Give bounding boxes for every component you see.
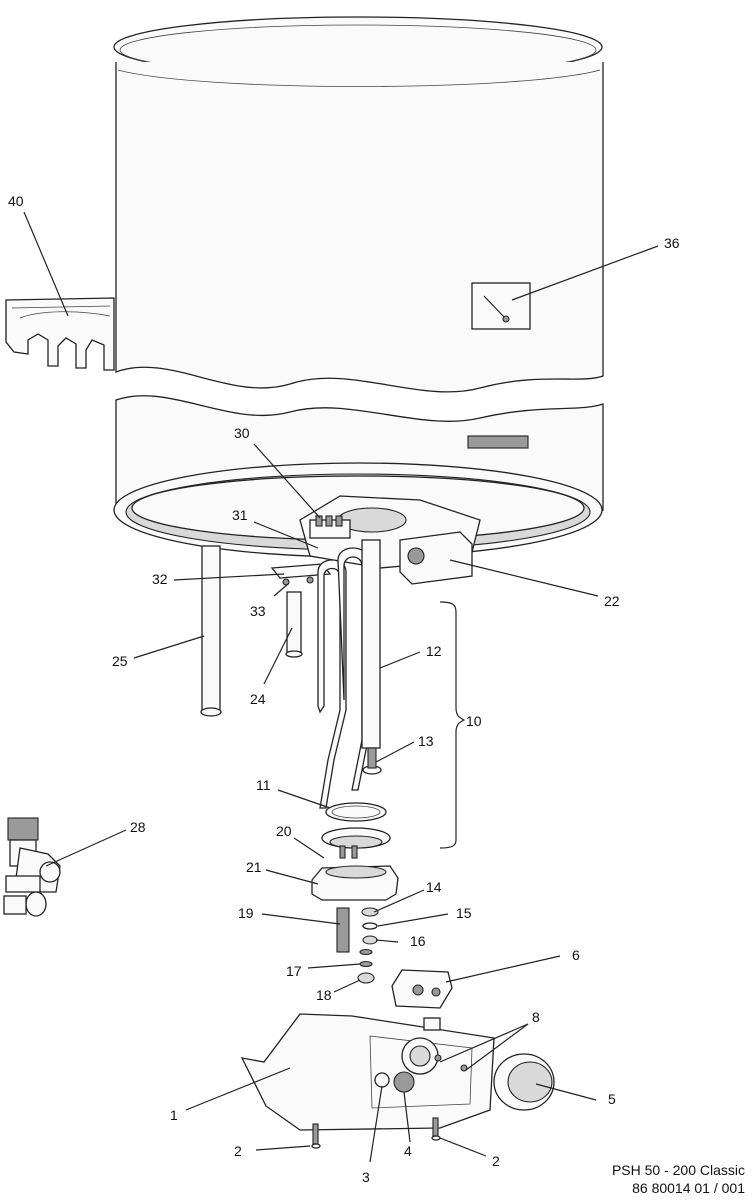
leader-lines bbox=[23, 211, 659, 1163]
gasket bbox=[325, 802, 387, 822]
label-2-left: 2 bbox=[234, 1143, 242, 1159]
label-6: 6 bbox=[572, 947, 580, 963]
label-33: 33 bbox=[250, 603, 266, 619]
label-19: 19 bbox=[238, 905, 254, 921]
label-22: 22 bbox=[604, 593, 620, 609]
label-28: 28 bbox=[130, 819, 146, 835]
label-8: 8 bbox=[532, 1009, 540, 1025]
flange bbox=[321, 827, 391, 859]
label-1: 1 bbox=[170, 1107, 178, 1123]
drawing-code-caption: 86 80014 01 / 001 bbox=[632, 1180, 745, 1196]
wall-bracket bbox=[5, 297, 115, 371]
small-parts bbox=[336, 907, 379, 984]
model-caption: PSH 50 - 200 Classic bbox=[611, 1162, 745, 1178]
label-30: 30 bbox=[234, 425, 250, 441]
label-16: 16 bbox=[410, 933, 426, 949]
water-pipes bbox=[200, 545, 303, 717]
control-assembly bbox=[374, 1037, 468, 1093]
label-17: 17 bbox=[286, 963, 302, 979]
label-5: 5 bbox=[608, 1091, 616, 1107]
label-15: 15 bbox=[456, 905, 472, 921]
label-12: 12 bbox=[426, 643, 442, 659]
safety-valve bbox=[3, 817, 61, 917]
label-21: 21 bbox=[246, 859, 262, 875]
label-24: 24 bbox=[250, 691, 266, 707]
tank-upper-body bbox=[113, 16, 604, 393]
label-14: 14 bbox=[426, 879, 442, 895]
label-40: 40 bbox=[8, 193, 24, 209]
thermostat-housing bbox=[399, 531, 473, 585]
label-10: 10 bbox=[466, 713, 482, 729]
flange-nut bbox=[311, 865, 399, 901]
terminal-block bbox=[270, 515, 351, 586]
label-2-right: 2 bbox=[492, 1153, 500, 1169]
label-11: 11 bbox=[256, 777, 271, 793]
temperature-gauge bbox=[471, 282, 531, 330]
label-20: 20 bbox=[276, 823, 292, 839]
screws bbox=[311, 1117, 441, 1149]
temperature-knob bbox=[493, 1053, 555, 1111]
label-31: 31 bbox=[232, 507, 248, 523]
label-13: 13 bbox=[418, 733, 434, 749]
part-labels: 40 36 30 31 32 33 25 24 22 12 10 13 11 2… bbox=[8, 193, 680, 1185]
label-4: 4 bbox=[404, 1143, 412, 1159]
heating-element bbox=[317, 539, 382, 809]
label-36: 36 bbox=[664, 235, 680, 251]
thermostat bbox=[391, 969, 453, 1009]
label-3: 3 bbox=[362, 1169, 370, 1185]
label-32: 32 bbox=[152, 571, 168, 587]
label-25: 25 bbox=[112, 653, 128, 669]
label-18: 18 bbox=[316, 987, 332, 1003]
group-bracket bbox=[439, 601, 466, 849]
